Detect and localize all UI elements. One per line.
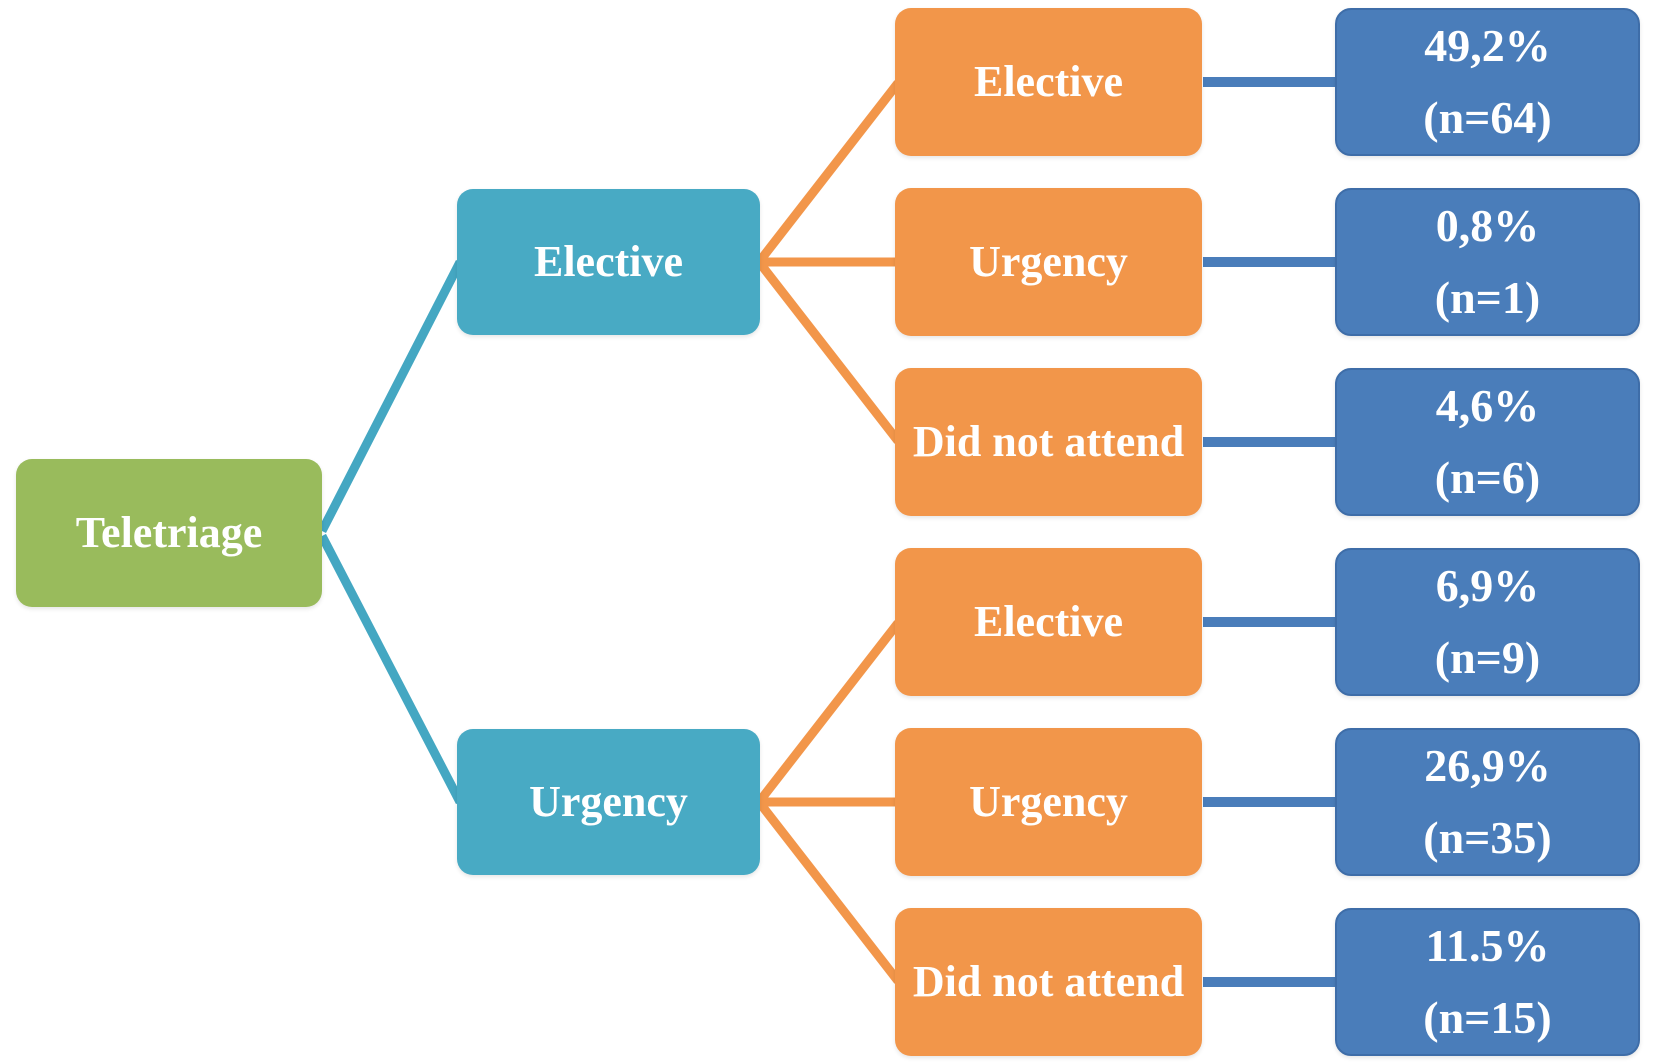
node-leaf-elective-did-not-attend: Did not attend (895, 368, 1202, 516)
stat-n: (n=35) (1423, 812, 1552, 863)
stat-percent: 26,9% (1424, 740, 1551, 791)
stat-percent: 4,6% (1435, 380, 1540, 431)
stat-urgency-did-not-attend: 11.5% (n=15) (1335, 908, 1640, 1056)
stat-percent: 49,2% (1424, 20, 1551, 71)
stat-elective-did-not-attend: 4,6% (n=6) (1335, 368, 1640, 516)
node-leaf-urgency-did-not-attend: Did not attend (895, 908, 1202, 1056)
node-root-teletriage: Teletriage (16, 459, 322, 607)
node-leaf-elective-elective: Elective (895, 8, 1202, 156)
stat-percent: 6,9% (1435, 560, 1540, 611)
node-branch-elective: Elective (457, 189, 760, 335)
connector-urgency-dna (755, 799, 902, 984)
stat-n: (n=9) (1434, 632, 1541, 683)
node-leaf-elective-urgency: Urgency (895, 188, 1202, 336)
stat-percent: 11.5% (1425, 920, 1550, 971)
connector-root-elective (317, 259, 465, 534)
stat-urgency-elective: 6,9% (n=9) (1335, 548, 1640, 696)
stat-n: (n=6) (1434, 452, 1541, 503)
stat-urgency-urgency: 26,9% (n=35) (1335, 728, 1640, 876)
node-leaf-urgency-urgency: Urgency (895, 728, 1202, 876)
connector-root-urgency (318, 533, 464, 805)
stat-percent: 0,8% (1435, 200, 1540, 251)
connector-elective-dna (755, 259, 902, 444)
node-leaf-urgency-elective: Elective (895, 548, 1202, 696)
stat-n: (n=1) (1434, 272, 1541, 323)
connector-elective-elective (755, 80, 902, 265)
stat-n: (n=15) (1423, 992, 1552, 1043)
stat-n: (n=64) (1423, 92, 1552, 143)
connector-urgency-elective (755, 620, 902, 805)
stat-elective-elective: 49,2% (n=64) (1335, 8, 1640, 156)
node-branch-urgency: Urgency (457, 729, 760, 875)
stat-elective-urgency: 0,8% (n=1) (1335, 188, 1640, 336)
